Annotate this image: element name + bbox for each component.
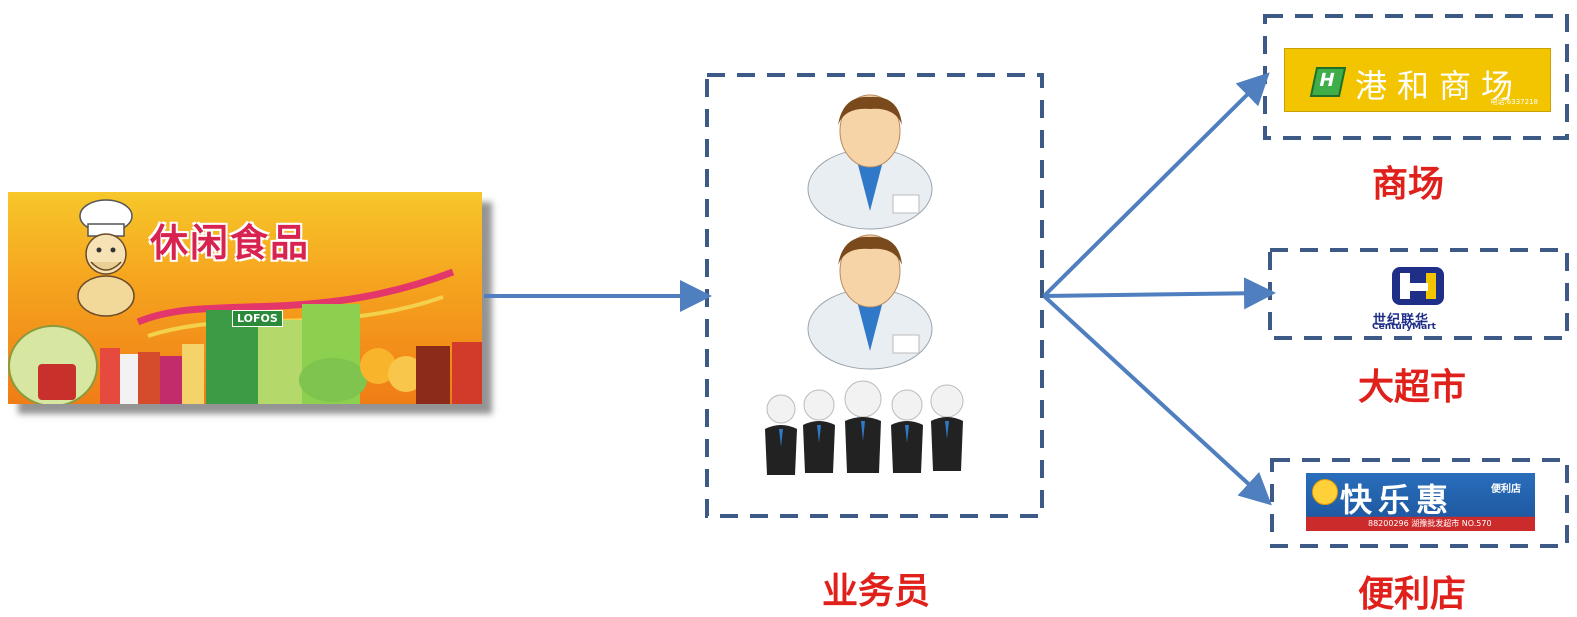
mall-logo-mark: H (1309, 67, 1347, 97)
chef-mascot-icon (77, 199, 135, 317)
mall-logo-phone: 电话:6337218 (1490, 98, 1538, 106)
banner-title: 休闲食品 (150, 221, 311, 265)
mall-logo: H 港和商场 电话:6337218 (1284, 48, 1551, 112)
store-logo-text: 快乐惠 (1340, 481, 1455, 519)
store-logo-footer: 88200296 湖豫批发超市 NO.570 (1368, 519, 1492, 528)
mall-label: 商场 (1372, 164, 1445, 205)
mall-logo-text: 港和商场 (1355, 67, 1524, 105)
snack-packages-illustration (8, 304, 482, 404)
salesman-icon-2 (807, 234, 933, 370)
arrow-to-supermarket (1043, 277, 1276, 310)
snack-food-banner-image: 休闲食品 LOFOS (8, 192, 482, 404)
convenience-store-logo: 快乐惠 便利店 88200296 湖豫批发超市 NO.570 (1306, 473, 1535, 531)
supermarket-logo-subtext: CenturyMart (1372, 322, 1436, 332)
salespeople-label: 业务员 (822, 571, 931, 612)
supermarket-logo-text: 世纪联华 (1373, 313, 1430, 328)
centurymart-mark-icon (1392, 267, 1444, 305)
convenience-store-label: 便利店 (1358, 574, 1467, 615)
lofos-pack-label: LOFOS (232, 310, 283, 327)
supermarket-logo: 世纪联华 CenturyMart (1348, 263, 1488, 333)
store-logo-tag: 便利店 (1491, 484, 1521, 495)
salespeople-box (705, 73, 1044, 518)
salesman-icon-1 (807, 94, 933, 230)
supermarket-label: 大超市 (1358, 367, 1467, 408)
arrow-to-mall (1042, 72, 1270, 298)
smiley-mascot-icon (1312, 479, 1338, 505)
sales-team-icon (765, 380, 964, 475)
arrow-to-store (1042, 294, 1272, 506)
salespeople-illustration (705, 73, 1044, 518)
